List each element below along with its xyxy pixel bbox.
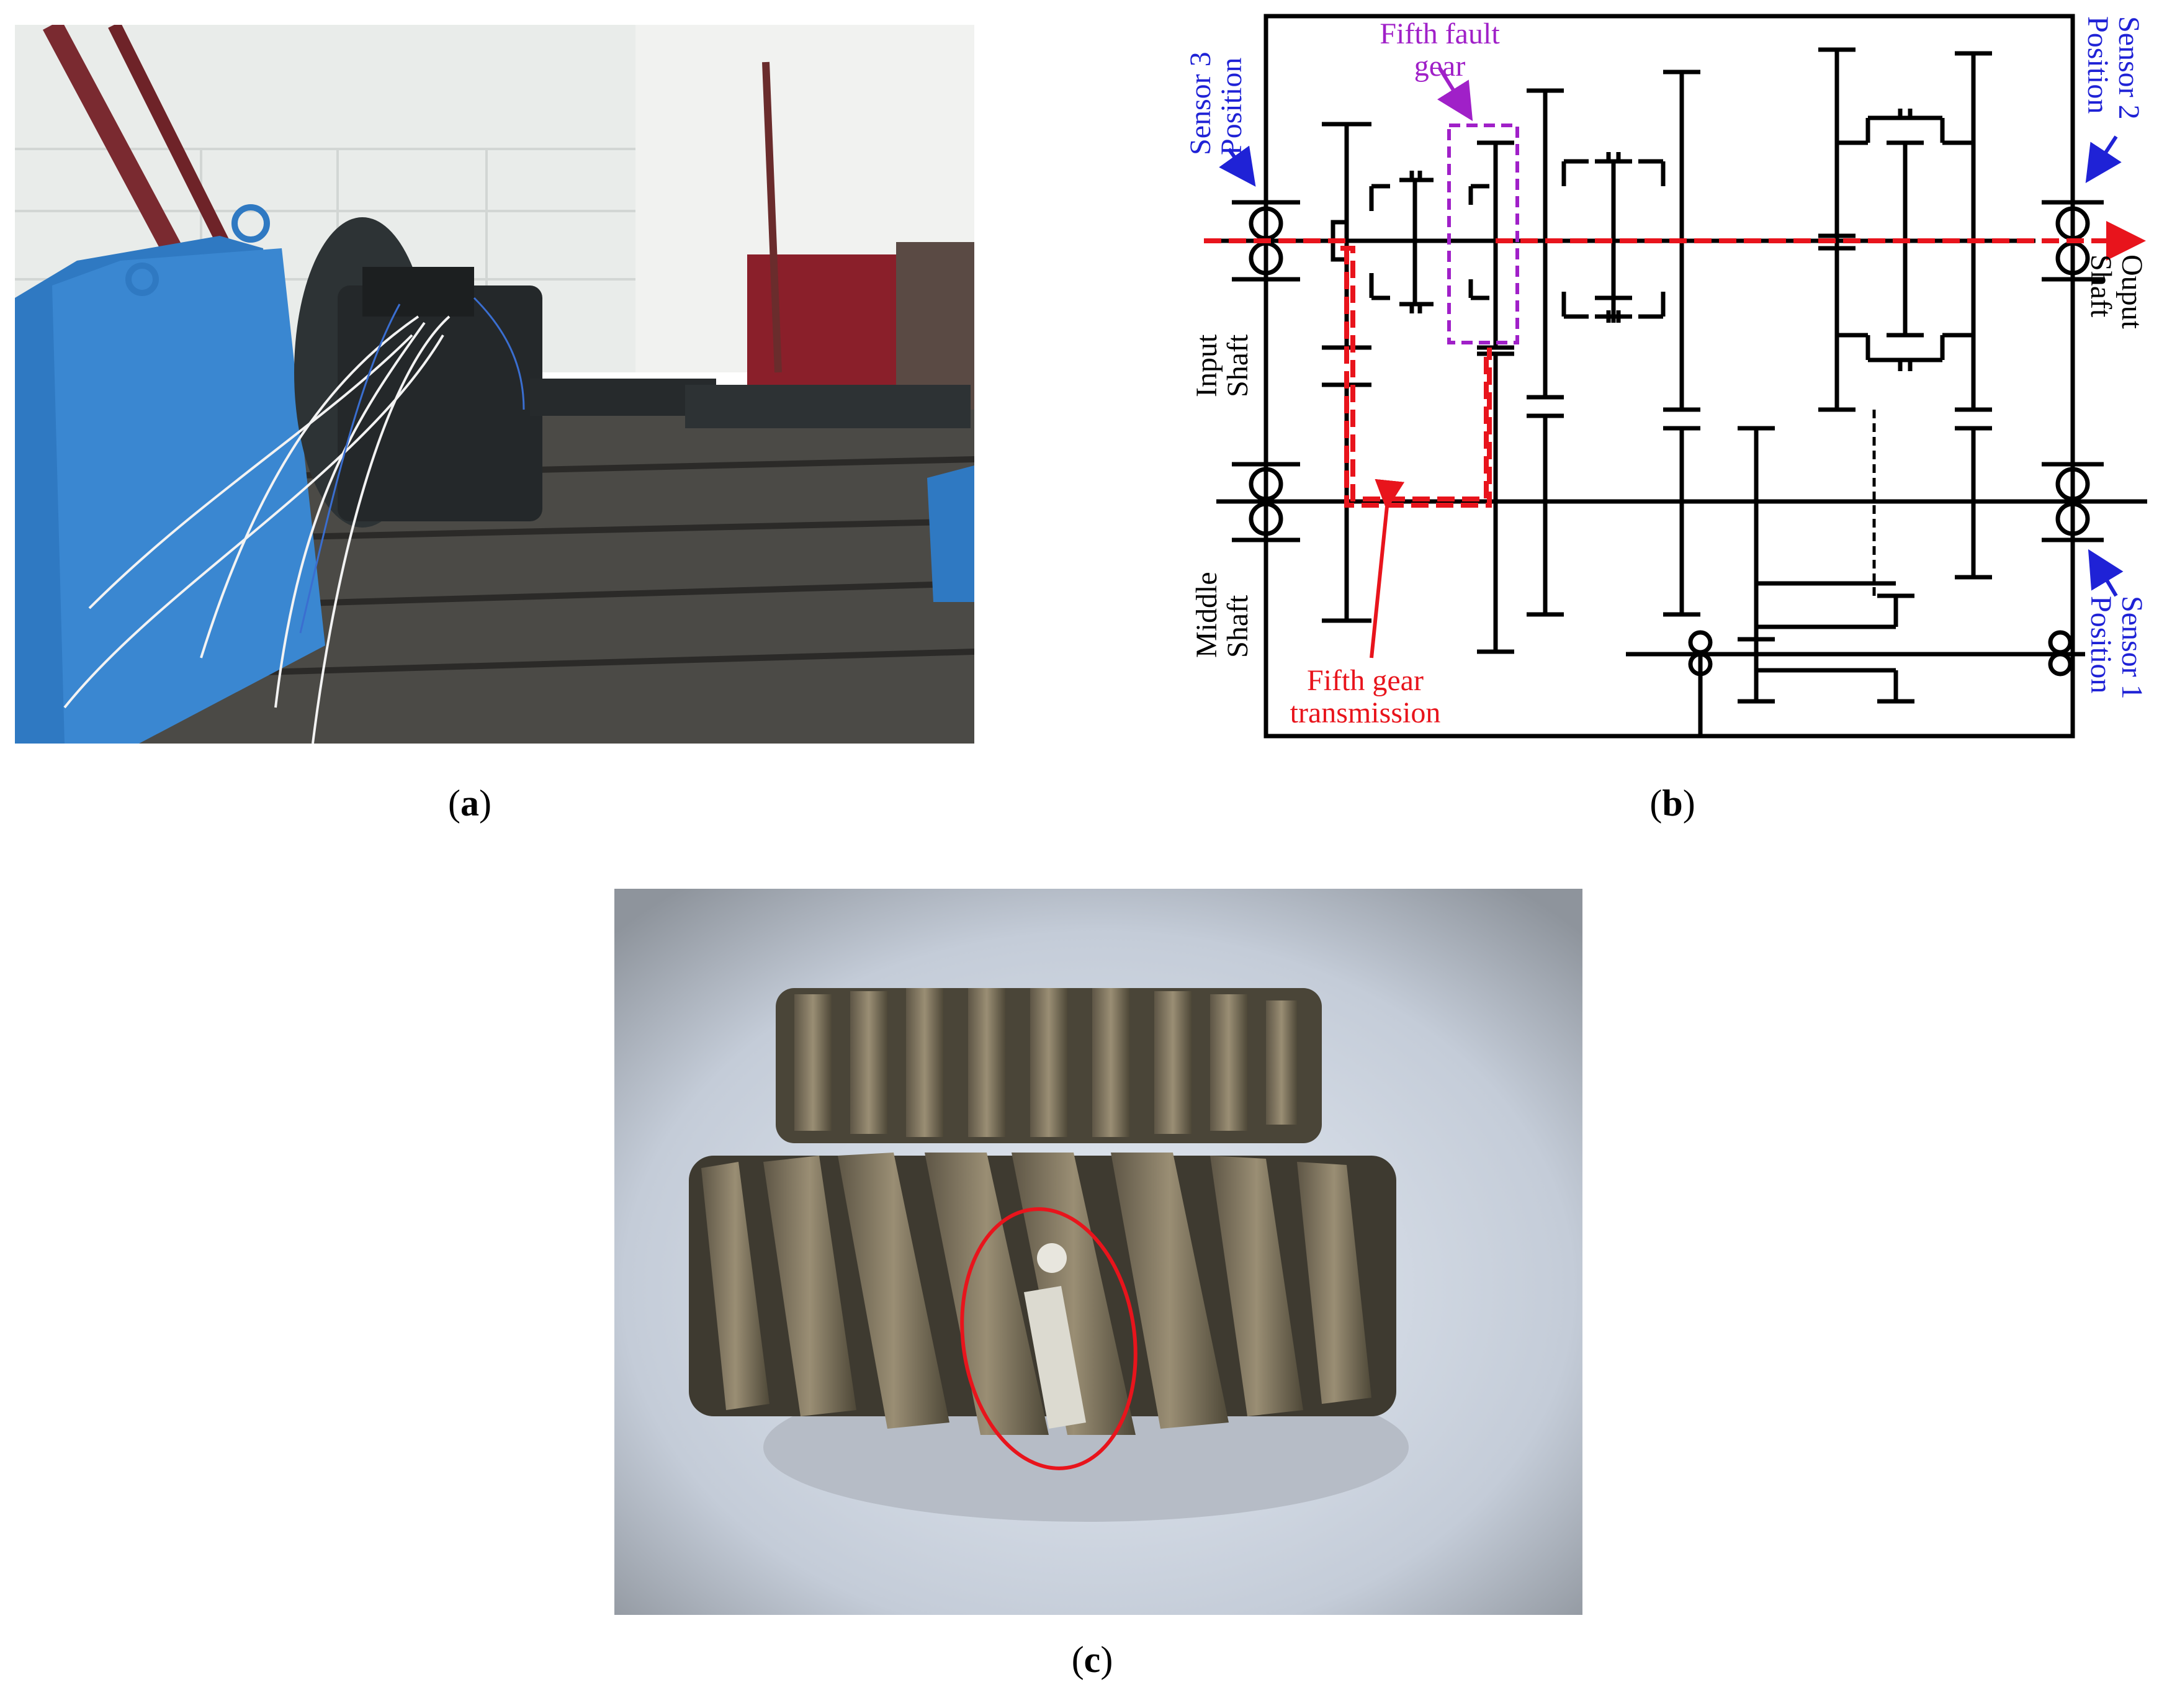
fault-gear-box xyxy=(1447,124,1519,344)
svg-text:Fifth gear: Fifth gear xyxy=(1307,664,1424,697)
fifth-gear-transmission-label: Fifth gear transmission xyxy=(1290,664,1441,729)
caption-b: (b) xyxy=(1649,783,1695,824)
svg-text:Position: Position xyxy=(2081,16,2114,114)
fifth-fault-gear-label: Fifth fault gear xyxy=(1380,17,1500,83)
test-bench-photo xyxy=(15,25,974,744)
svg-text:Ouput: Ouput xyxy=(2116,254,2148,330)
output-shaft-label: Ouput Shaft xyxy=(2084,254,2148,330)
svg-text:Fifth fault: Fifth fault xyxy=(1380,17,1500,50)
fault-gear-photo xyxy=(614,889,1582,1615)
svg-text:Position: Position xyxy=(1215,58,1248,155)
svg-text:Position: Position xyxy=(2084,596,2117,693)
svg-text:transmission: transmission xyxy=(1290,696,1441,729)
sensor2-label: Sensor 2 Position xyxy=(2081,16,2145,120)
svg-text:Shaft: Shaft xyxy=(2084,254,2117,318)
damage-highlight-ellipse xyxy=(960,1207,1138,1470)
svg-text:Sensor 2: Sensor 2 xyxy=(2112,16,2145,120)
input-shaft-label: Input Shaft xyxy=(1190,334,1254,397)
middle-shaft-label: Middle Shaft xyxy=(1190,572,1254,658)
svg-text:Sensor 1: Sensor 1 xyxy=(2116,596,2148,699)
svg-text:Shaft: Shaft xyxy=(1221,334,1254,397)
svg-text:Input: Input xyxy=(1190,334,1223,397)
caption-c: (c) xyxy=(1071,1639,1113,1680)
svg-text:Sensor 3: Sensor 3 xyxy=(1184,52,1217,155)
svg-text:Shaft: Shaft xyxy=(1221,595,1254,658)
caption-a: (a) xyxy=(448,783,491,824)
sensor1-label: Sensor 1 Position xyxy=(2084,596,2148,699)
transmission-diagram: Sensor 3 Position Fifth fault gear Senso… xyxy=(1184,14,2148,739)
svg-text:gear: gear xyxy=(1414,50,1466,83)
sensor3-label: Sensor 3 Position xyxy=(1184,52,1248,155)
svg-text:Middle: Middle xyxy=(1190,572,1223,658)
